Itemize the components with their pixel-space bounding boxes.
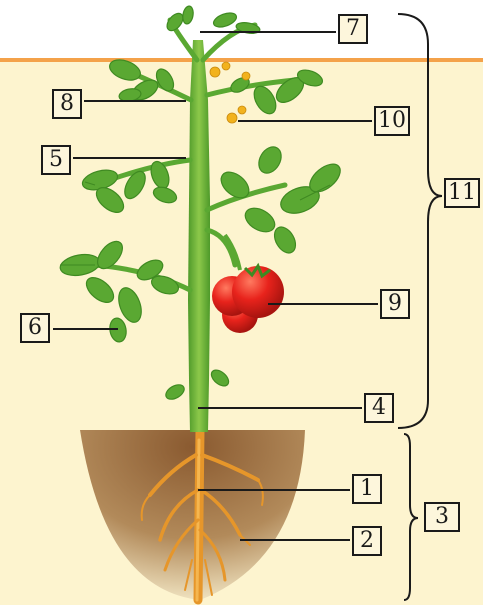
- ground-line: [0, 58, 483, 62]
- label-6: 6: [20, 313, 50, 343]
- flower: [238, 106, 246, 114]
- label-4: 4: [364, 393, 394, 423]
- label-11: 11: [444, 178, 480, 208]
- label-2: 2: [352, 526, 382, 556]
- flower: [242, 72, 250, 80]
- flower: [227, 113, 237, 123]
- label-1: 1: [352, 474, 382, 504]
- label-8: 8: [52, 89, 82, 119]
- label-10: 10: [374, 106, 410, 136]
- flower: [222, 62, 230, 70]
- tomato-fruit: [232, 266, 284, 318]
- label-9: 9: [380, 289, 410, 319]
- label-3: 3: [424, 502, 460, 532]
- flower: [210, 67, 220, 77]
- label-7: 7: [338, 14, 368, 44]
- label-5: 5: [41, 145, 71, 175]
